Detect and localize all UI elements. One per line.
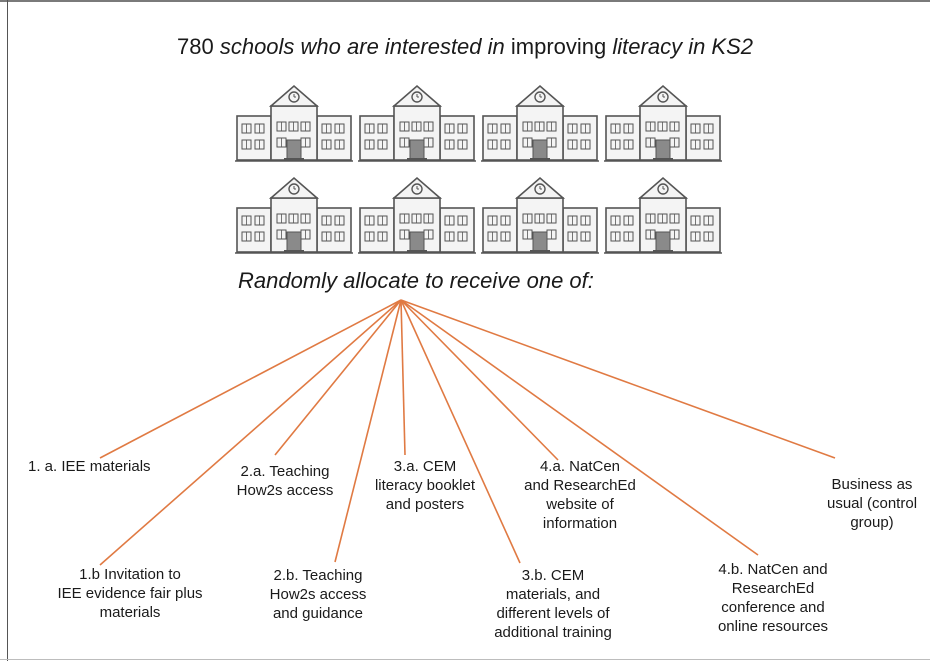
frame-bottom-border: [0, 659, 930, 660]
school-building-icon: [235, 172, 353, 258]
school-building-icon: [604, 172, 722, 258]
arm-text-line: group): [850, 514, 894, 531]
school-building-icon: [358, 172, 476, 258]
arm-text-line: conference and: [721, 599, 825, 616]
title-literacy: literacy in KS2: [612, 34, 754, 59]
school-building-icon: [358, 80, 476, 166]
title-schools: schools who are interested in: [219, 34, 505, 59]
arm-text-line: 4.b. NatCen and: [718, 561, 828, 578]
allocation-heading: Randomly allocate to receive one of:: [238, 268, 594, 294]
connector-line-8: [400, 299, 759, 556]
arm-text-line: ResearchEd: [731, 580, 815, 597]
arm-text-line: materials: [99, 604, 161, 621]
arm-text-line: How2s access: [269, 586, 367, 603]
allocation-arm-2: 1.b Invitation to IEE evidence fair plus m…: [57, 565, 202, 622]
allocation-arm-1: 1. a. IEE materials: [28, 457, 151, 476]
arm-text-line: IEE evidence fair plus: [57, 585, 203, 602]
school-building-icon: [481, 80, 599, 166]
frame-top-border: [0, 0, 930, 2]
connector-line-5: [400, 299, 406, 456]
allocation-arm-7: 4.a. NatCen and ResearchEd website of infor…: [524, 457, 636, 533]
arm-text-line: website of: [546, 496, 614, 513]
arm-text-line: Business as: [831, 476, 913, 493]
arm-text-line: 3.a. CEM: [393, 458, 457, 475]
connector-line-7: [400, 299, 559, 461]
arm-text-line: 1.b Invitation to: [79, 566, 181, 583]
allocation-arm-5: 3.a. CEM literacy booklet and posters: [375, 457, 475, 514]
arm-text-line: and posters: [385, 496, 465, 513]
connector-line-3: [274, 299, 402, 456]
arm-text-line: different levels of: [496, 605, 610, 622]
arm-text-line: 4.a. NatCen: [539, 458, 621, 475]
arm-text-line: 2.b. Teaching: [273, 567, 363, 584]
arm-text-line: and guidance: [272, 605, 364, 622]
arm-text-line: additional training: [494, 624, 612, 641]
connector-line-2: [99, 299, 402, 566]
arm-text-line: information: [542, 515, 618, 532]
arm-text-line: usual (control: [826, 495, 918, 512]
connector-line-9: [400, 299, 836, 459]
allocation-arm-6: 3.b. CEM materials, and different levels o…: [494, 566, 612, 642]
school-building-icon: [235, 80, 353, 166]
arm-text-line: 2.a. Teaching: [240, 463, 330, 480]
school-building-icon: [481, 172, 599, 258]
arm-text-line: 3.b. CEM: [521, 567, 585, 584]
allocation-heading-rest: to receive one of:: [425, 268, 594, 293]
allocation-heading-italic: Randomly allocate: [238, 268, 419, 293]
title-count: 780: [176, 34, 214, 59]
arm-text-line: and ResearchEd: [524, 477, 636, 494]
connector-line-6: [400, 299, 521, 564]
diagram-title: 780 schools who are interested in improv…: [0, 34, 930, 60]
arm-text-line: How2s access: [236, 482, 334, 499]
allocation-arm-9: Business as usual (control group): [827, 475, 917, 532]
arm-text-line: materials, and: [505, 586, 601, 603]
connector-line-4: [334, 299, 402, 563]
arm-text-line: online resources: [717, 618, 829, 635]
arm-text-line: 1. a. IEE materials: [28, 458, 151, 475]
frame-left-border: [7, 0, 8, 661]
connector-line-1: [99, 299, 402, 459]
arm-text-line: literacy booklet: [374, 477, 476, 494]
school-building-icon: [604, 80, 722, 166]
title-improving: improving: [510, 34, 607, 59]
